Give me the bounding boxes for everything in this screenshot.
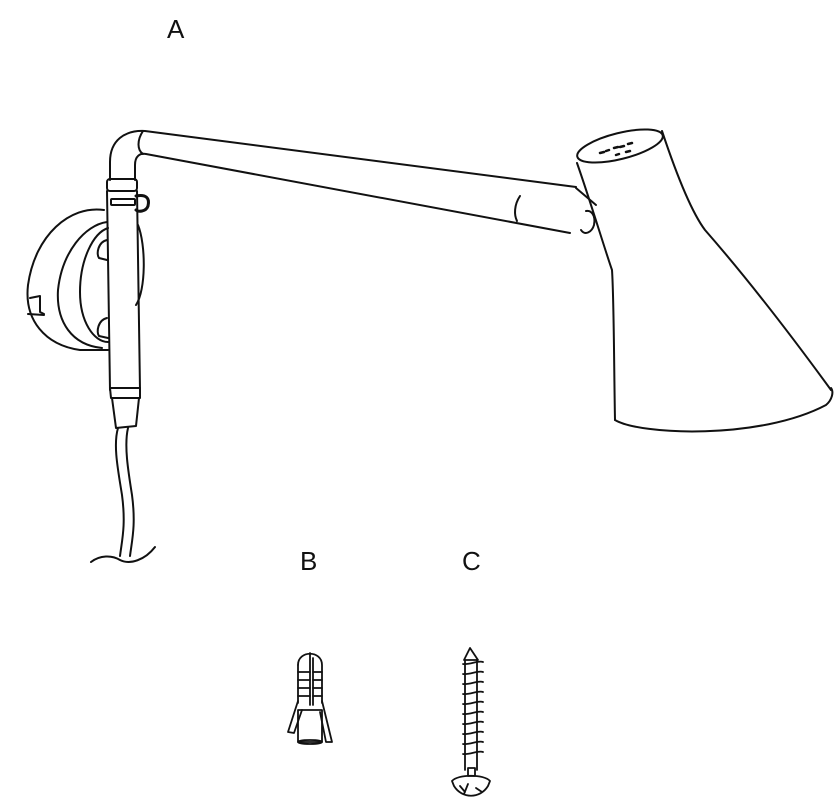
power-cord — [90, 427, 156, 563]
part-label-b: B — [300, 546, 318, 576]
part-label-c: C — [462, 546, 481, 576]
lamp-stem — [106, 178, 150, 429]
wall-plate — [26, 208, 145, 351]
lamp-shade — [576, 128, 834, 433]
lamp-arm — [109, 129, 597, 234]
shade-vent-holes — [598, 141, 634, 157]
screw-illustration — [451, 647, 491, 797]
part-label-a: A — [167, 14, 185, 44]
wall-plug-illustration — [287, 652, 333, 745]
wall-lamp-illustration — [26, 128, 834, 563]
